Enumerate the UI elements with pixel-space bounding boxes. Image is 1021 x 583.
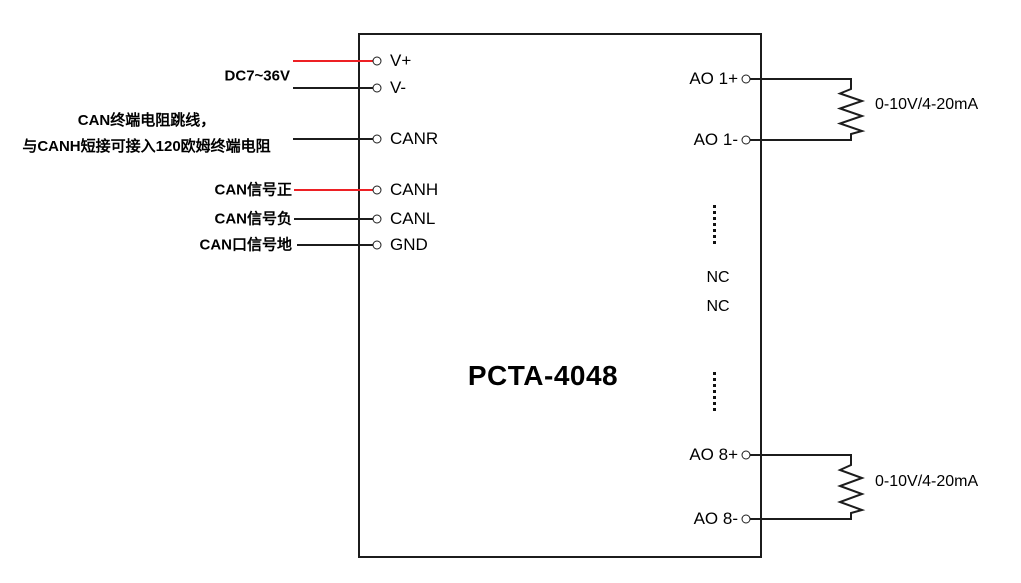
power-range-label: DC7~36V: [224, 67, 290, 85]
pin-label-gnd: GND: [390, 235, 428, 254]
can-jumper-note-line1: CAN终端电阻跳线，: [77, 112, 216, 129]
ellipsis-dots-icon: [713, 205, 716, 244]
terminal-circle-icon: [741, 514, 751, 524]
resistor-icon: [750, 78, 866, 141]
pin-label-ao8-plus: AO 8+: [689, 445, 738, 464]
pin-label-canl: CANL: [390, 209, 436, 228]
pin-label-ao8-minus: AO 8-: [693, 509, 738, 528]
can-jumper-note: CAN终端电阻跳线， 与CANH短接可接入120欧姆终端电阻: [0, 108, 293, 160]
pin-label-canh: CANH: [390, 180, 439, 199]
pin-label-v-minus: V-: [390, 78, 407, 97]
nc-pin-label: NC: [706, 269, 730, 286]
terminal-circle-icon: [372, 134, 382, 144]
pin-label-ao1-minus: AO 1-: [693, 130, 738, 149]
terminal-circle-icon: [372, 185, 382, 195]
can-jumper-note-line2: 与CANH短接可接入120欧姆终端电阻: [22, 138, 271, 155]
ellipsis-dots-icon: [713, 372, 716, 411]
device-title: PCTA-4048: [467, 360, 619, 391]
wire-canl: [294, 218, 374, 220]
resistor-icon: [750, 454, 866, 520]
can-ground-label: CAN口信号地: [199, 236, 293, 254]
device-outline: [358, 33, 762, 558]
terminal-circle-icon: [372, 56, 382, 66]
terminal-circle-icon: [372, 83, 382, 93]
can-high-label: CAN信号正: [214, 181, 293, 199]
wire-canh: [294, 189, 374, 191]
pin-label-canr: CANR: [390, 129, 439, 148]
wire-canr: [293, 138, 374, 140]
wire-v-minus: [293, 87, 374, 89]
terminal-circle-icon: [741, 74, 751, 84]
load-range-label-ao1: 0-10V/4-20mA: [875, 96, 979, 113]
pin-label-v-plus: V+: [390, 51, 412, 70]
can-low-label: CAN信号负: [214, 210, 293, 228]
wire-gnd: [297, 244, 374, 246]
terminal-circle-icon: [372, 214, 382, 224]
terminal-circle-icon: [372, 240, 382, 250]
load-range-label-ao8: 0-10V/4-20mA: [875, 473, 979, 490]
wire-v-plus: [293, 60, 374, 62]
terminal-circle-icon: [741, 450, 751, 460]
terminal-circle-icon: [741, 135, 751, 145]
nc-pin-label: NC: [706, 298, 730, 315]
pin-label-ao1-plus: AO 1+: [689, 69, 738, 88]
